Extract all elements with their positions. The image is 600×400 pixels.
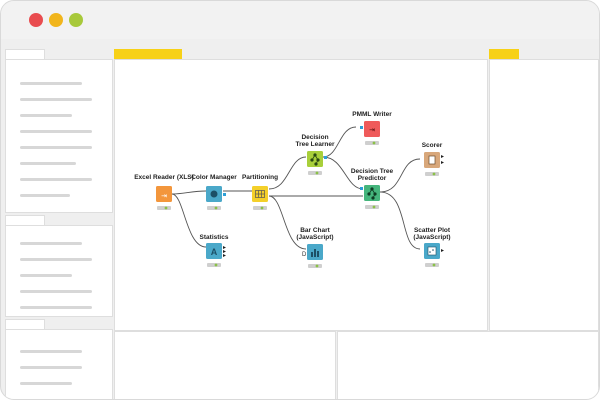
- decision-tree-learner-icon: [310, 153, 320, 166]
- node-status: [365, 205, 379, 209]
- connection-predictor-scorer: [379, 158, 421, 193]
- node-scorer[interactable]: Scorer: [422, 142, 444, 176]
- workflow-canvas[interactable]: [114, 59, 488, 331]
- close-button[interactable]: [29, 13, 43, 27]
- title-bar: [1, 1, 599, 39]
- node-label: (JavaScript): [296, 234, 333, 241]
- svg-text:⇥: ⇥: [369, 127, 375, 134]
- node-status: [207, 263, 221, 267]
- node-label: (JavaScript): [413, 234, 450, 241]
- node-decision-tree-predictor[interactable]: Decision Tree Predictor: [351, 168, 394, 209]
- explorer-item[interactable]: [20, 98, 92, 101]
- node-status: [425, 172, 439, 176]
- node-status: [157, 206, 171, 210]
- node-label: Decision Tree: [351, 168, 394, 175]
- description-panel: [489, 59, 599, 331]
- node-label: Color Manager: [191, 174, 237, 181]
- node-label: Bar Chart: [300, 227, 330, 234]
- node-color-manager[interactable]: Color Manager: [191, 174, 237, 210]
- node-monitor-panel: [337, 331, 599, 399]
- node-status: [365, 141, 379, 145]
- explorer-item[interactable]: [20, 194, 70, 197]
- connection-excel-statistics: [171, 193, 207, 248]
- workflow-editor-tab[interactable]: [114, 49, 182, 59]
- maximize-button[interactable]: [69, 13, 83, 27]
- node-label: Predictor: [358, 175, 387, 182]
- outline-item[interactable]: [20, 366, 82, 369]
- repository-item[interactable]: [20, 306, 92, 309]
- explorer-item[interactable]: [20, 146, 92, 149]
- node-label: Scatter Plot: [414, 227, 451, 234]
- node-bar-chart[interactable]: Bar Chart (JavaScript) D: [296, 227, 334, 268]
- explorer-item[interactable]: [20, 162, 76, 165]
- left-middle-tab[interactable]: [5, 215, 45, 225]
- svg-text:A: A: [211, 247, 218, 257]
- svg-text:⇥: ⇥: [161, 193, 167, 200]
- connection-predictor-scatter: [379, 191, 421, 250]
- node-label: Scorer: [422, 142, 443, 149]
- left-top-tab[interactable]: [5, 49, 45, 59]
- partitioning-icon: [255, 190, 265, 198]
- connection-excel-color: [171, 190, 207, 195]
- node-status: [253, 206, 267, 210]
- explorer-item[interactable]: [20, 82, 82, 85]
- connection-partitioning-learner: [268, 156, 307, 190]
- outline-item[interactable]: [20, 350, 82, 353]
- explorer-item[interactable]: [20, 178, 92, 181]
- connection-learner-predictor: [322, 156, 364, 190]
- decision-tree-predictor-icon: [367, 187, 377, 200]
- outline-panel: [5, 329, 113, 399]
- node-status: [207, 206, 221, 210]
- node-label: Decision: [301, 134, 328, 141]
- node-statistics[interactable]: Statistics A: [200, 234, 229, 267]
- color-manager-icon: [210, 190, 218, 198]
- repository-item[interactable]: [20, 274, 72, 277]
- node-status: [308, 264, 322, 268]
- repository-item[interactable]: [20, 258, 92, 261]
- node-box[interactable]: [206, 243, 222, 259]
- node-scatter-plot[interactable]: Scatter Plot (JavaScript): [413, 227, 451, 267]
- node-label: PMML Writer: [352, 111, 392, 118]
- console-panel: [114, 331, 336, 399]
- node-box[interactable]: [364, 185, 380, 201]
- outline-item[interactable]: [20, 382, 72, 385]
- node-label: Excel Reader (XLS): [134, 174, 194, 181]
- connections: [171, 126, 421, 250]
- explorer-panel: [5, 59, 113, 213]
- pmml-writer-icon: ⇥: [369, 127, 375, 134]
- node-label: Statistics: [200, 234, 229, 241]
- repository-item[interactable]: [20, 290, 92, 293]
- node-box[interactable]: [156, 186, 172, 202]
- node-status: [308, 171, 322, 175]
- flow-variable-port-icon: D: [302, 252, 307, 258]
- workflow-graph: Excel Reader (XLS) ⇥ Color Manager Parti…: [134, 111, 451, 268]
- node-label: Partitioning: [242, 174, 278, 181]
- statistics-icon: A: [211, 247, 218, 257]
- description-tab[interactable]: [489, 49, 519, 59]
- node-partitioning[interactable]: Partitioning: [242, 174, 278, 210]
- node-pmml-writer[interactable]: PMML Writer ⇥: [352, 111, 392, 145]
- excel-reader-icon: ⇥: [161, 193, 167, 200]
- node-excel-reader[interactable]: Excel Reader (XLS) ⇥: [134, 174, 194, 210]
- minimize-button[interactable]: [49, 13, 63, 27]
- repository-item[interactable]: [20, 242, 82, 245]
- bar-chart-icon: [311, 249, 319, 257]
- explorer-item[interactable]: [20, 130, 92, 133]
- node-decision-tree-learner[interactable]: Decision Tree Learner: [295, 134, 335, 175]
- node-box[interactable]: [364, 121, 380, 137]
- node-status: [425, 263, 439, 267]
- node-label: Tree Learner: [295, 141, 334, 148]
- left-bottom-tab[interactable]: [5, 319, 45, 329]
- scorer-icon: [428, 155, 436, 165]
- scatter-plot-icon: [427, 246, 437, 256]
- explorer-item[interactable]: [20, 114, 72, 117]
- node-box[interactable]: [307, 151, 323, 167]
- repository-panel: [5, 225, 113, 317]
- connection-partitioning-barchart: [268, 195, 307, 250]
